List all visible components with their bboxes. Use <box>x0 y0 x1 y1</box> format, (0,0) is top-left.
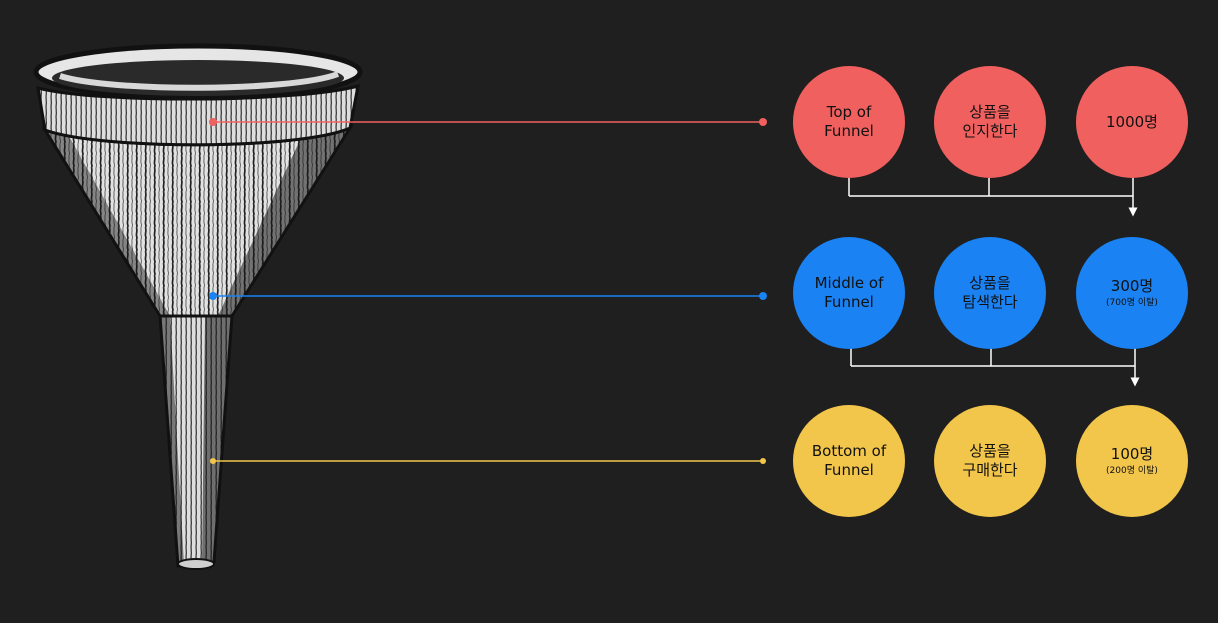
action-label-middle: 상품을 탐색한다 <box>962 274 1018 311</box>
pointer-bottom <box>210 458 766 464</box>
action-circle-middle: 상품을 탐색한다 <box>934 237 1046 349</box>
stage-label-top: Top of Funnel <box>824 103 874 140</box>
action-circle-top: 상품을 인지한다 <box>934 66 1046 178</box>
dropoff-label-middle: (700명 이탈) <box>1106 298 1158 308</box>
action-label-bottom: 상품을 구매한다 <box>962 442 1018 479</box>
count-label-top: 1000명 <box>1106 112 1158 131</box>
count-label-middle: 300명 <box>1110 277 1154 295</box>
funnel-icon <box>33 43 363 570</box>
stage-circle-middle: Middle of Funnel <box>793 237 905 349</box>
count-circle-middle: 300명 (700명 이탈) <box>1076 237 1188 349</box>
count-circle-top: 1000명 <box>1076 66 1188 178</box>
pointer-top <box>209 118 767 126</box>
dropoff-label-bottom: (200명 이탈) <box>1106 466 1158 476</box>
count-label-bottom: 100명 <box>1110 445 1154 463</box>
pointer-middle <box>209 292 767 300</box>
stage-circle-top: Top of Funnel <box>793 66 905 178</box>
count-circle-bottom: 100명 (200명 이탈) <box>1076 405 1188 517</box>
stage-label-middle: Middle of Funnel <box>814 274 884 311</box>
connector-middle-to-bottom <box>850 348 1140 387</box>
stage-circle-bottom: Bottom of Funnel <box>793 405 905 517</box>
action-label-top: 상품을 인지한다 <box>962 103 1018 140</box>
stage-label-bottom: Bottom of Funnel <box>811 442 887 479</box>
connector-top-to-middle <box>848 178 1138 217</box>
action-circle-bottom: 상품을 구매한다 <box>934 405 1046 517</box>
